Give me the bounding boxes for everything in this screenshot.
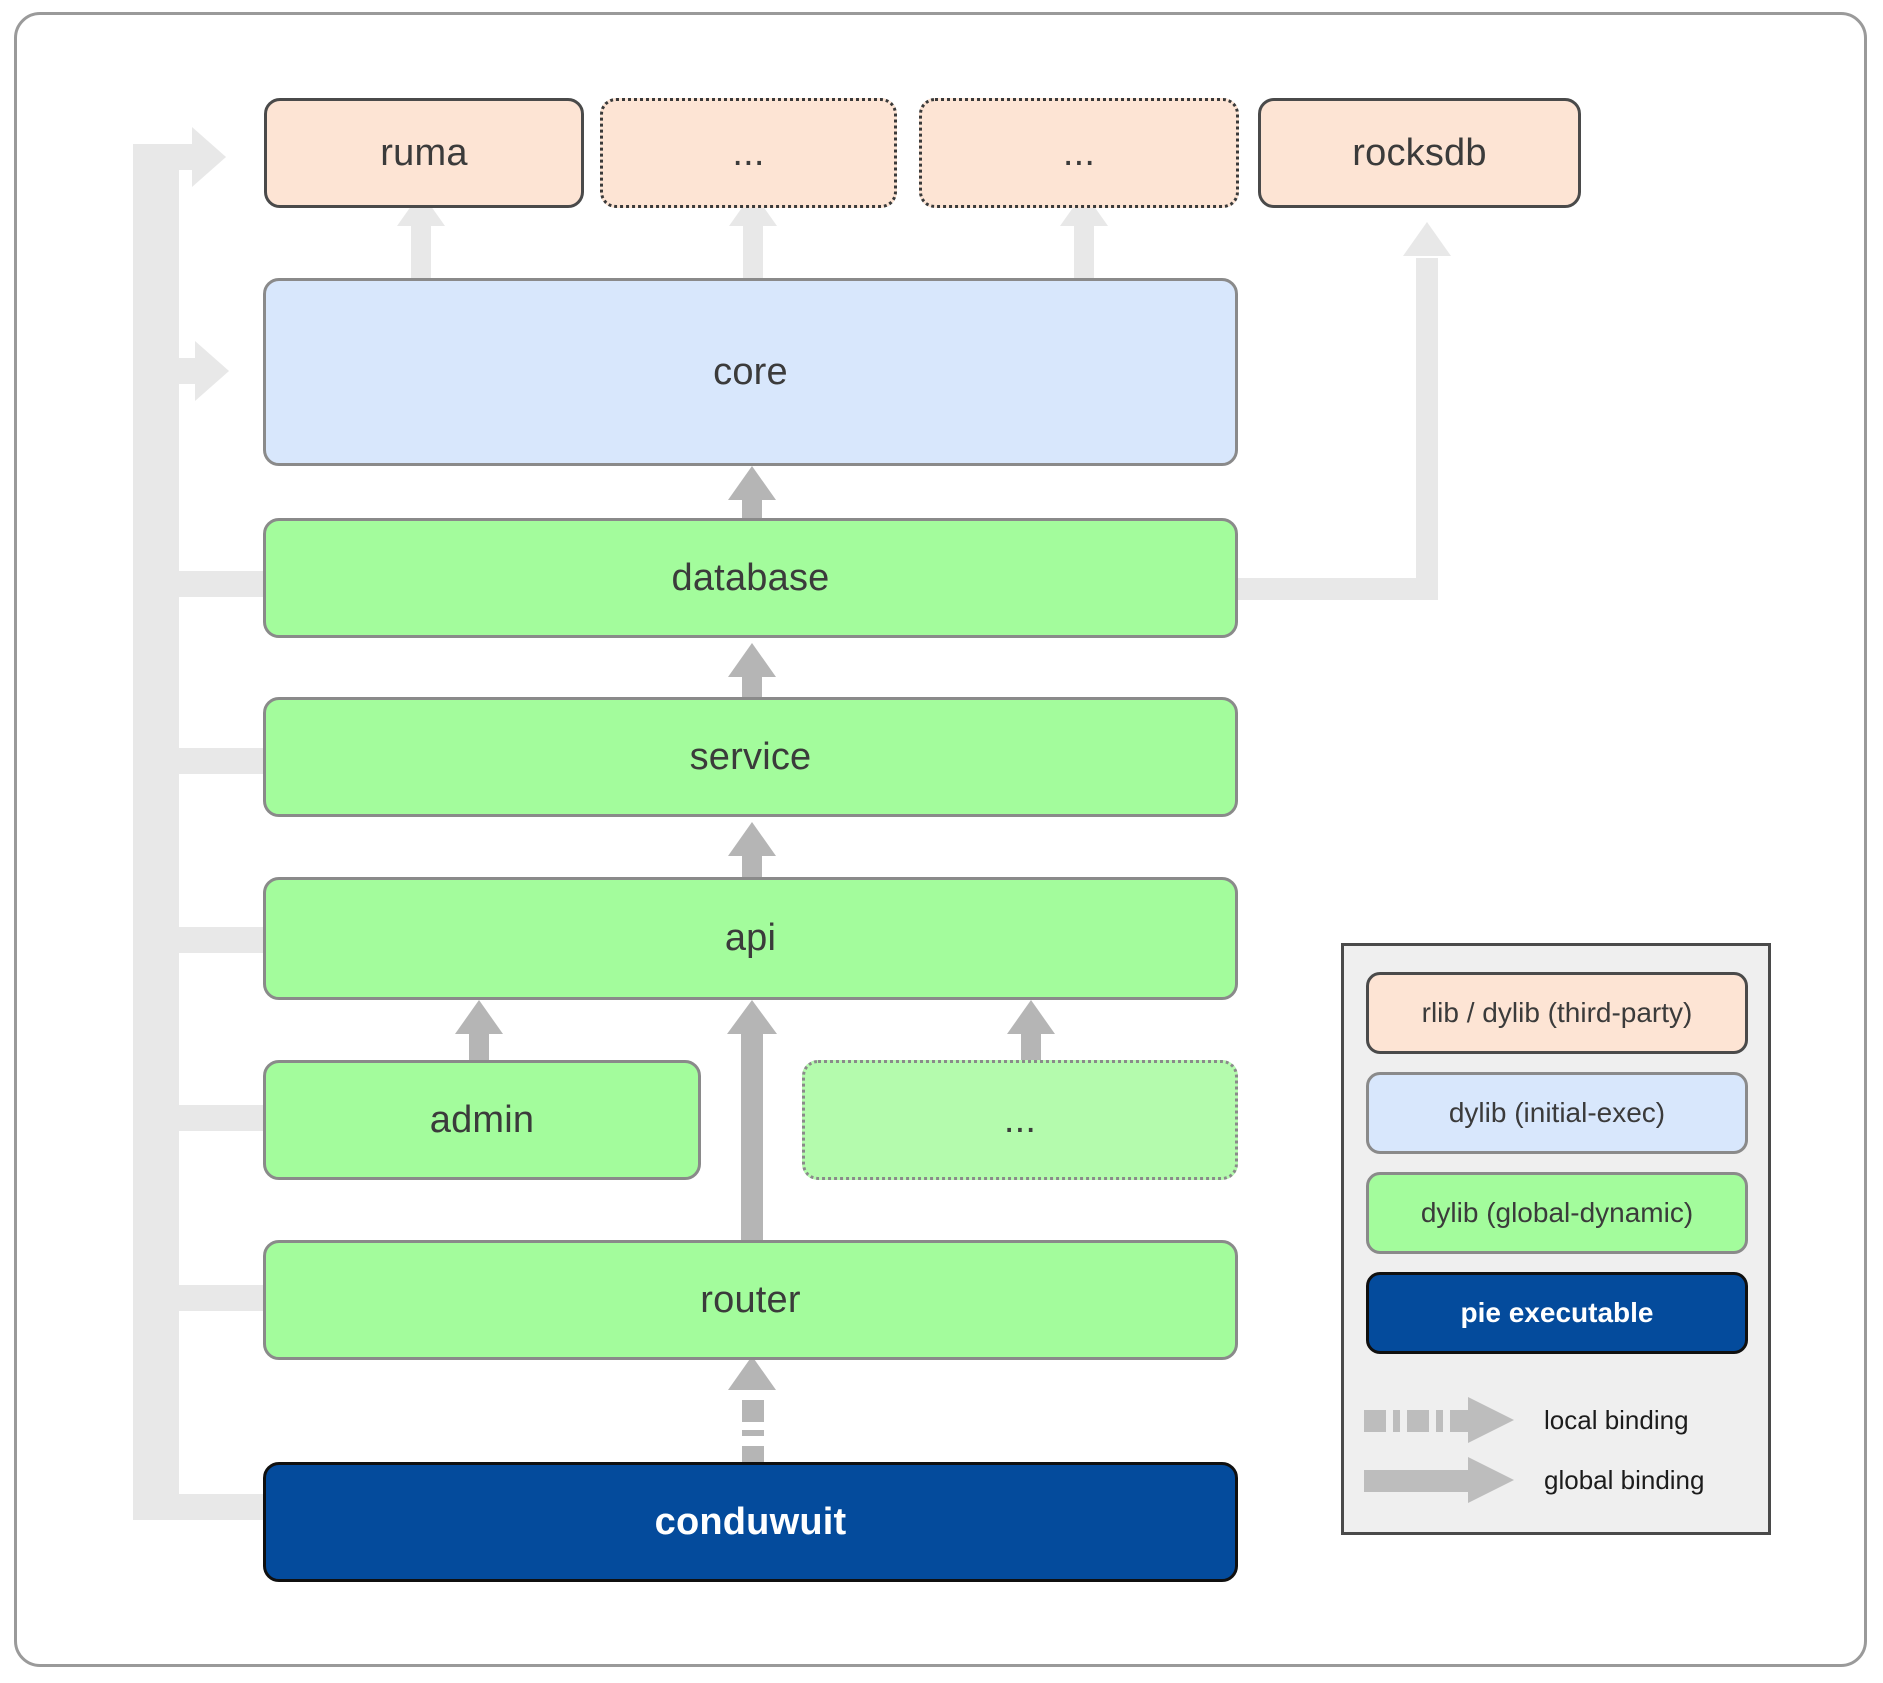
router-to-api-arrow [727,1000,777,1246]
node-rocksdb[interactable]: rocksdb [1258,98,1581,208]
bus-branch-service [159,748,264,774]
conduwuit-to-router-arrow-dashes [742,1400,764,1422]
bus-arrow-core [195,341,229,401]
node-ruma[interactable]: ruma [264,98,584,208]
service-to-database-arrow [728,643,776,705]
node-service[interactable]: service [263,697,1238,817]
legend-label-pie-executable: pie executable [1460,1297,1654,1328]
bus-branch-router [159,1285,264,1311]
node-rocksdb-label: rocksdb [1352,131,1487,174]
node-ruma-label: ruma [380,131,468,174]
node-admin-label: admin [429,1098,535,1141]
node-database-label: database [671,556,830,599]
bus-branch-conduwuit [133,1494,268,1520]
legend-label-global-dynamic: dylib (global-dynamic) [1420,1197,1694,1228]
node-core-label: core [713,350,788,393]
global-binding-arrow-icon [1364,1457,1514,1503]
bus-arrow-ruma [192,127,226,187]
legend-row-local-binding: local binding [1364,1390,1754,1450]
node-router[interactable]: router [263,1240,1238,1360]
rocksdb-arrow [1403,222,1451,262]
conduwuit-to-router-arrow-head [728,1356,776,1402]
node-database[interactable]: database [263,518,1238,638]
node-api[interactable]: api [263,877,1238,1000]
legend-swatch-third-party: rlib / dylib (third-party) [1366,972,1748,1054]
node-api-label: api [724,917,777,959]
node-ellipsis-mid[interactable]: ... [802,1060,1238,1180]
bus-branch-admin [159,1105,264,1131]
legend-label-global-binding: global binding [1544,1464,1705,1495]
node-service-label: service [689,735,812,778]
conduwuit-to-router-arrow-dashes-2 [742,1430,764,1436]
admin-to-api-arrow [455,1000,503,1062]
legend-row-global-binding: global binding [1364,1450,1754,1510]
legend-swatch-global-dynamic: dylib (global-dynamic) [1366,1172,1748,1254]
node-ellipsis-top-2[interactable]: ... [919,98,1239,208]
node-ellipsis-top-2-label: ... [1062,131,1096,174]
ellipsis-to-api-arrow [1007,1000,1055,1062]
bus-inner-riser [159,160,179,1520]
node-ellipsis-top-1-label: ... [732,131,765,174]
bus-branch-api [159,927,264,953]
legend-panel: rlib / dylib (third-party) dylib (initia… [1341,943,1771,1535]
node-ellipsis-top-1[interactable]: ... [600,98,897,208]
local-binding-arrow-icon [1364,1397,1514,1443]
node-ellipsis-mid-label: ... [1003,1098,1037,1141]
bus-trunk [133,144,159,1520]
node-conduwuit-label: conduwuit [654,1500,847,1543]
legend-swatch-pie-executable: pie executable [1366,1272,1748,1354]
bus-branch-database [159,571,264,597]
database-to-rocksdb-vertical [1416,258,1438,600]
database-to-rocksdb-horizontal [1238,578,1438,600]
api-to-service-arrow [728,822,776,884]
node-router-label: router [700,1278,801,1321]
node-admin[interactable]: admin [263,1060,701,1180]
node-core[interactable]: core [263,278,1238,466]
legend-label-initial-exec: dylib (initial-exec) [1448,1097,1666,1128]
legend-label-local-binding: local binding [1544,1404,1689,1435]
node-conduwuit[interactable]: conduwuit [263,1462,1238,1582]
legend-label-third-party: rlib / dylib (third-party) [1421,997,1693,1028]
legend-swatch-initial-exec: dylib (initial-exec) [1366,1072,1748,1154]
